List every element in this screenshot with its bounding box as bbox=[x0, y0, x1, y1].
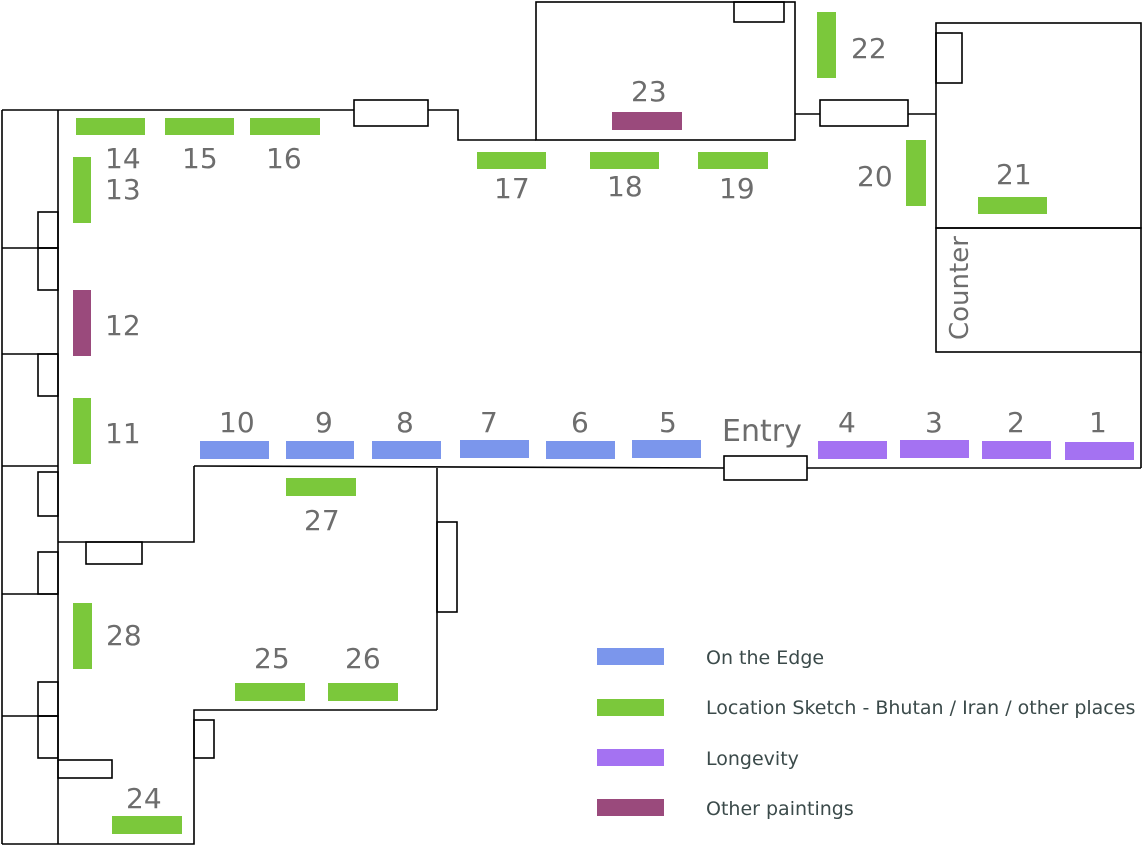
exhibit-bar-16 bbox=[250, 118, 320, 135]
exhibit-bar-10 bbox=[200, 441, 269, 459]
exhibit-number-28: 28 bbox=[106, 619, 142, 652]
exhibit-bar-25 bbox=[235, 683, 305, 701]
exhibit-number-17: 17 bbox=[494, 172, 530, 205]
exhibit-number-26: 26 bbox=[345, 642, 381, 675]
exhibit-number-11: 11 bbox=[105, 417, 141, 450]
exhibit-bar-14 bbox=[76, 118, 145, 135]
exhibit-bar-21 bbox=[978, 197, 1047, 214]
legend-swatch-on-edge bbox=[597, 648, 664, 665]
exhibit-bar-19 bbox=[698, 152, 768, 169]
exhibit-number-1: 1 bbox=[1089, 406, 1107, 439]
exhibit-bar-7 bbox=[460, 440, 529, 458]
exhibit-number-25: 25 bbox=[254, 642, 290, 675]
legend-label-on-edge: On the Edge bbox=[706, 647, 824, 669]
exhibit-bar-17 bbox=[477, 152, 546, 169]
exhibit-bar-1 bbox=[1065, 442, 1134, 460]
exhibit-number-5: 5 bbox=[659, 406, 677, 439]
exhibit-bar-9 bbox=[286, 441, 354, 459]
exhibit-labels: 1 2 3 4 5 6 7 8 9 10 11 12 13 14 15 16 1… bbox=[105, 32, 1107, 815]
exhibit-number-7: 7 bbox=[480, 406, 498, 439]
exhibit-bar-6 bbox=[546, 441, 615, 459]
exhibit-bar-15 bbox=[165, 118, 234, 135]
exhibit-bar-5 bbox=[632, 440, 701, 458]
exhibit-bar-24 bbox=[112, 816, 182, 834]
legend-label-location-sketch: Location Sketch - Bhutan / Iran / other … bbox=[706, 697, 1135, 719]
exhibit-bar-8 bbox=[372, 441, 441, 459]
exhibit-number-27: 27 bbox=[304, 504, 340, 537]
exhibit-number-10: 10 bbox=[219, 406, 255, 439]
exhibit-number-2: 2 bbox=[1007, 406, 1025, 439]
legend-swatch-other-paintings bbox=[597, 799, 664, 816]
exhibit-bar-3 bbox=[900, 440, 969, 458]
exhibit-number-6: 6 bbox=[571, 406, 589, 439]
counter-label: Counter bbox=[945, 236, 975, 340]
exhibit-number-22: 22 bbox=[851, 32, 887, 65]
exhibit-bar-13 bbox=[73, 157, 91, 223]
exhibit-number-15: 15 bbox=[182, 142, 218, 175]
legend: On the Edge Location Sketch - Bhutan / I… bbox=[597, 647, 1135, 820]
exhibit-number-3: 3 bbox=[925, 406, 943, 439]
exhibit-number-14: 14 bbox=[105, 142, 141, 175]
exhibit-number-13: 13 bbox=[105, 173, 141, 206]
exhibit-bar-27 bbox=[286, 478, 356, 496]
exhibit-bar-18 bbox=[590, 152, 659, 169]
legend-label-longevity: Longevity bbox=[706, 748, 799, 770]
exhibit-bar-11 bbox=[73, 398, 91, 464]
legend-swatch-longevity bbox=[597, 749, 664, 766]
exhibit-bar-28 bbox=[73, 603, 92, 669]
exhibit-number-9: 9 bbox=[315, 406, 333, 439]
exhibit-number-21: 21 bbox=[996, 158, 1032, 191]
exhibit-bar-22 bbox=[817, 12, 836, 78]
exhibit-number-20: 20 bbox=[857, 160, 893, 193]
exhibit-bar-4 bbox=[818, 441, 887, 459]
exhibit-bar-12 bbox=[73, 290, 91, 356]
exhibit-number-16: 16 bbox=[266, 142, 302, 175]
exhibit-bar-26 bbox=[328, 683, 398, 701]
exhibit-number-4: 4 bbox=[838, 406, 856, 439]
exhibit-number-8: 8 bbox=[396, 406, 414, 439]
exhibit-number-19: 19 bbox=[719, 172, 755, 205]
exhibit-number-24: 24 bbox=[126, 782, 162, 815]
legend-swatch-location-sketch bbox=[597, 699, 664, 716]
exhibit-markers bbox=[73, 12, 1134, 834]
exhibit-number-18: 18 bbox=[607, 170, 643, 203]
entry-label: Entry bbox=[722, 414, 802, 449]
exhibit-bar-2 bbox=[982, 441, 1051, 459]
exhibit-number-12: 12 bbox=[105, 309, 141, 342]
exhibit-number-23: 23 bbox=[631, 75, 667, 108]
exhibit-bar-23 bbox=[612, 112, 682, 130]
exhibit-bar-20 bbox=[906, 140, 926, 206]
legend-label-other-paintings: Other paintings bbox=[706, 798, 854, 820]
